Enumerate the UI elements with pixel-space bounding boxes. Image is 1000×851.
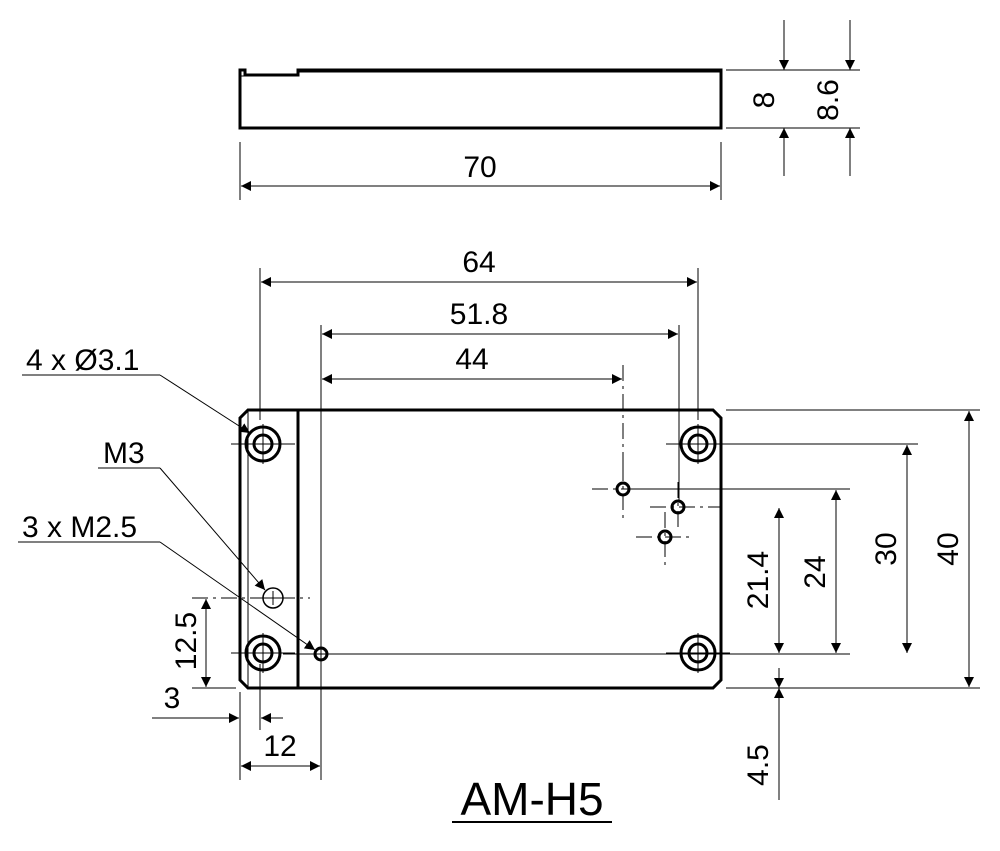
mounting-hole-top-left	[231, 424, 295, 464]
callout-holes-31: 4 x Ø3.1	[26, 344, 139, 377]
width-518-label: 51.8	[450, 298, 508, 331]
side-view: 70 8 8.6	[238, 20, 860, 200]
mounting-hole-top-right	[666, 424, 730, 464]
side-view-outline	[238, 68, 723, 130]
width-holes-label: 64	[462, 246, 495, 279]
drawing-title: AM-H5	[452, 773, 612, 825]
side-height-label: 8	[748, 92, 781, 109]
mounting-hole-bottom-right	[666, 633, 730, 673]
m3-hole	[192, 587, 310, 609]
m25-hole-right-top	[592, 465, 722, 568]
offset-3-label: 3	[164, 682, 181, 715]
offset-45-label: 4.5	[742, 744, 775, 786]
height-24-label: 24	[799, 555, 832, 588]
height-214-label: 21.4	[742, 551, 775, 609]
width-44-label: 44	[455, 343, 488, 376]
side-length-label: 70	[463, 151, 496, 184]
title-text: AM-H5	[460, 773, 603, 825]
height-30-label: 30	[870, 532, 903, 565]
top-view-outline	[238, 408, 723, 690]
offset-12-label: 12	[263, 730, 296, 763]
callout-m25: 3 x M2.5	[22, 511, 137, 544]
callouts: 4 x Ø3.1 M3 3 x M2.5	[18, 344, 316, 651]
mounting-hole-bottom-left	[231, 633, 295, 673]
offset-125-label: 12.5	[170, 612, 203, 670]
callout-m3: M3	[103, 437, 145, 470]
top-view: 64 51.8 44 40 30 24 21.4 4.5 12.5	[152, 246, 980, 800]
side-total-height-label: 8.6	[812, 79, 845, 121]
height-40-label: 40	[932, 532, 965, 565]
